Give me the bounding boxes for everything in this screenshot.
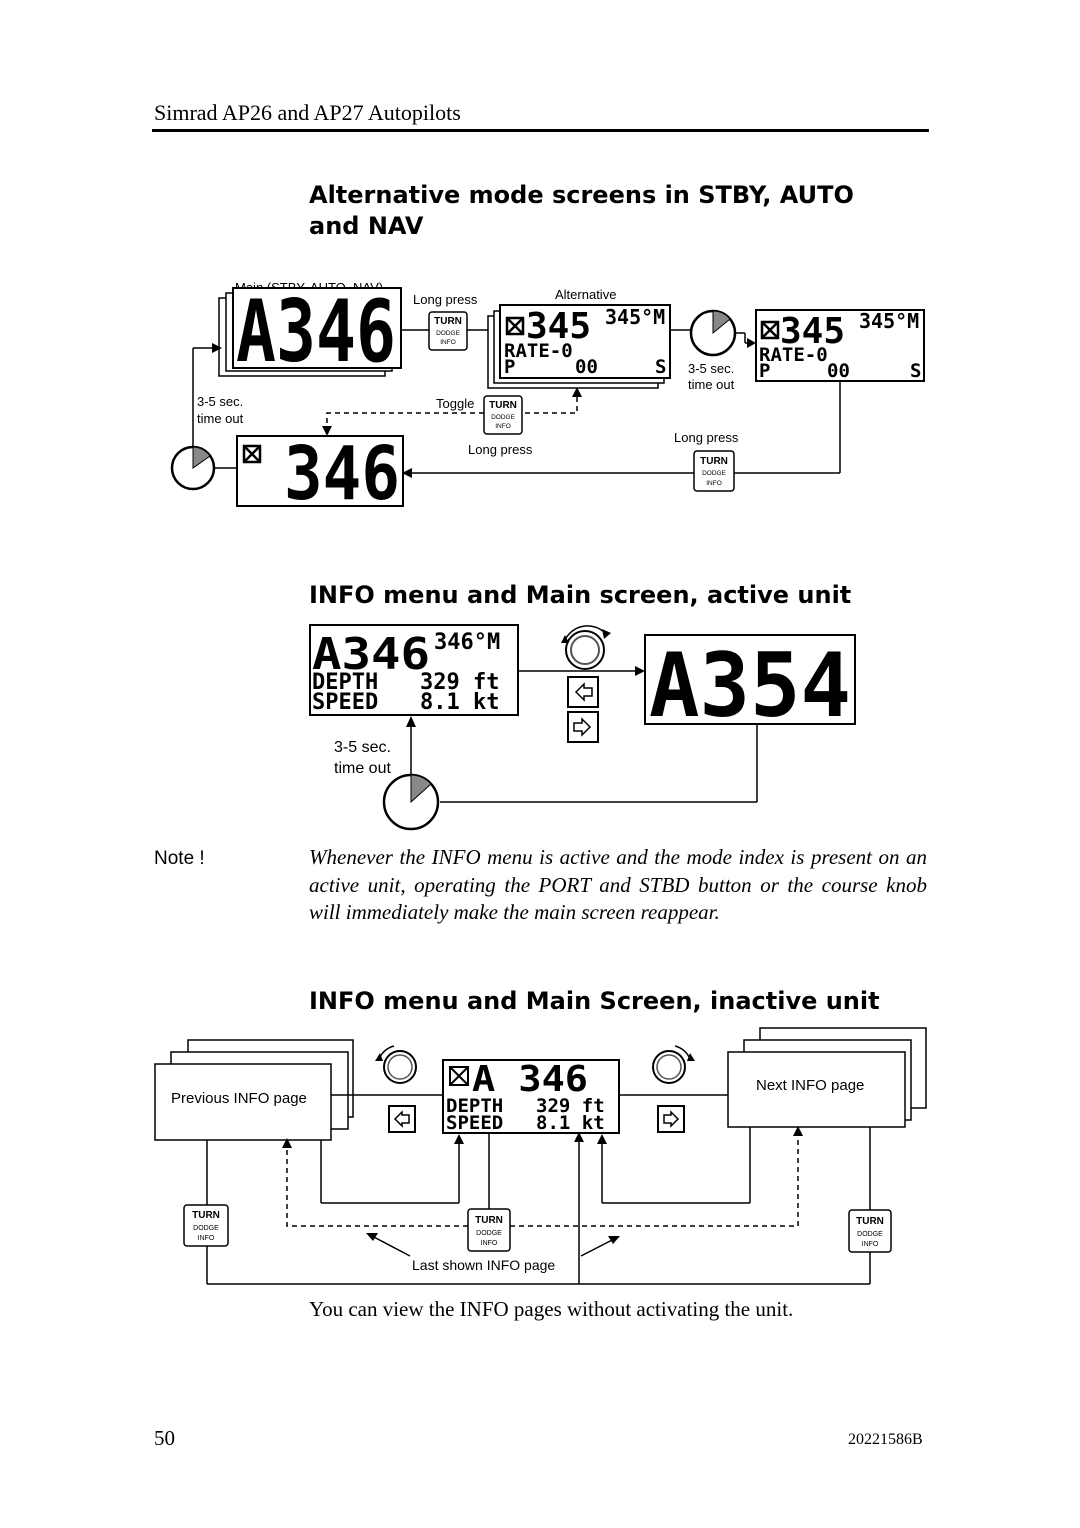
caption: You can view the INFO pages without acti… [309,1297,794,1321]
svg-text:INFO: INFO [495,423,511,430]
previous-info-page-stack: Previous INFO page [154,1039,354,1141]
svg-text:3-5 sec.: 3-5 sec. [334,739,391,756]
main-screen-active: A354 [644,634,856,737]
svg-text:P: P [759,360,770,382]
svg-text:S: S [655,356,666,378]
svg-text:SPEED: SPEED [446,1112,503,1134]
main-screen-bottom: 346 [236,431,404,517]
svg-text:345: 345 [526,306,591,347]
svg-text:DODGE: DODGE [857,1231,883,1238]
svg-text:329 ft: 329 ft [420,670,499,695]
svg-text:RATE-0: RATE-0 [504,340,573,362]
svg-text:RATE-0: RATE-0 [759,344,828,366]
main-screen-stack: A346 [218,282,402,382]
next-info-page-stack: Next INFO page [727,1027,927,1128]
svg-text:Long press: Long press [674,430,739,445]
svg-text:TURN: TURN [192,1210,220,1221]
svg-text:DODGE: DODGE [193,1225,219,1232]
alternative-screen-stack: 345 345°M RATE-0 P 00 S [487,304,671,389]
running-header: Simrad AP26 and AP27 Autopilots [154,100,461,125]
svg-text:3-5 sec.: 3-5 sec. [197,394,243,409]
svg-text:time out: time out [688,377,735,392]
diagram-inactive-unit: Previous INFO page Next INFO page A 346 … [154,1027,927,1285]
turn-dodge-info-button-left[interactable]: TURN DODGE INFO [183,1204,229,1247]
knob-left-icon[interactable] [375,1045,417,1084]
header-rule [152,129,929,132]
svg-text:8.1 kt: 8.1 kt [420,690,499,715]
alternative-screen-right: 345 345°M RATE-0 P 00 S [755,309,925,382]
svg-text:DODGE: DODGE [491,414,516,421]
diagram-active-unit: A346 346°M DEPTH 329 ft SPEED 8.1 kt A35… [309,624,856,831]
svg-text:A354: A354 [649,634,851,737]
turn-dodge-info-button-top[interactable]: TURN DODGE INFO [428,311,468,351]
svg-text:A 346: A 346 [472,1059,588,1100]
label-alternative: Alternative [555,287,616,302]
svg-text:time out: time out [334,760,391,777]
info-screen-active: A346 346°M DEPTH 329 ft SPEED 8.1 kt [309,624,519,716]
svg-text:329 ft: 329 ft [536,1095,605,1117]
svg-text:346°M: 346°M [434,630,500,655]
svg-text:346: 346 [284,431,400,517]
document-code: 20221586B [848,1431,923,1448]
last-shown-info-page-label: Last shown INFO page [412,1257,555,1273]
turn-dodge-info-button-right-inactive[interactable]: TURN DODGE INFO [848,1209,892,1253]
stbd-arrow-button-icon[interactable] [567,711,599,743]
svg-text:345°M: 345°M [605,305,665,329]
svg-text:DEPTH: DEPTH [446,1095,503,1117]
svg-text:00: 00 [575,356,598,378]
svg-text:DODGE: DODGE [436,330,461,337]
stbd-arrow-button-icon-inactive[interactable] [657,1105,685,1133]
turn-dodge-info-button-center[interactable]: TURN DODGE INFO [467,1208,511,1252]
svg-text:TURN: TURN [475,1215,503,1226]
section-title-inactive-unit: INFO menu and Main Screen, inactive unit [309,987,880,1015]
section-title-alternative-modes: Alternative mode screens in STBY, AUTO a… [309,181,854,240]
svg-text:TURN: TURN [856,1216,884,1227]
port-arrow-button-icon[interactable] [567,676,599,708]
svg-text:345: 345 [780,311,845,352]
note-text: Whenever the INFO menu is active and the… [309,845,927,924]
info-screen-inactive: A 346 DEPTH 329 ft SPEED 8.1 kt [442,1059,620,1134]
svg-text:Long press: Long press [468,442,533,457]
svg-text:TURN: TURN [434,316,462,327]
svg-text:SPEED: SPEED [312,690,378,715]
course-knob-icon[interactable] [561,625,611,670]
svg-text:DODGE: DODGE [702,470,727,477]
svg-text:Toggle: Toggle [436,396,474,411]
note-label: Note ! [154,848,205,869]
svg-text:INFO: INFO [862,1241,879,1248]
compass-mode-icon [505,316,525,336]
svg-text:DEPTH: DEPTH [312,670,378,695]
turn-dodge-info-button-right[interactable]: TURN DODGE INFO [693,450,735,492]
svg-text:INFO: INFO [440,339,456,346]
svg-text:TURN: TURN [489,400,517,411]
svg-text:time out: time out [197,411,244,426]
svg-text:345°M: 345°M [859,309,919,333]
port-arrow-button-icon-inactive[interactable] [388,1105,416,1133]
next-info-page-label: Next INFO page [756,1077,864,1094]
svg-text:TURN: TURN [700,456,728,467]
svg-text:00: 00 [827,360,850,382]
svg-text:INFO: INFO [481,1240,498,1247]
diagram-alternative-modes: Main (STBY, AUTO, NAV) Long press Altern… [170,280,925,517]
previous-info-page-label: Previous INFO page [171,1090,307,1107]
timer-left-icon [170,445,216,491]
main-screen-value: A346 [236,282,396,382]
svg-text:INFO: INFO [198,1235,215,1242]
svg-text:S: S [910,360,921,382]
svg-text:8.1 kt: 8.1 kt [536,1112,605,1134]
knob-right-icon[interactable] [652,1045,695,1084]
label-long-press-top: Long press [413,292,478,307]
timer-right-icon [689,309,737,357]
svg-text:INFO: INFO [706,480,722,487]
svg-text:P: P [504,356,515,378]
svg-text:A346: A346 [312,629,430,680]
section-title-active-unit: INFO menu and Main screen, active unit [309,581,852,609]
svg-text:3-5 sec.: 3-5 sec. [688,361,734,376]
page-number: 50 [154,1426,175,1450]
turn-dodge-info-button-toggle[interactable]: TURN DODGE INFO [483,395,523,435]
svg-text:DODGE: DODGE [476,1230,502,1237]
timer-active-icon [382,773,440,831]
